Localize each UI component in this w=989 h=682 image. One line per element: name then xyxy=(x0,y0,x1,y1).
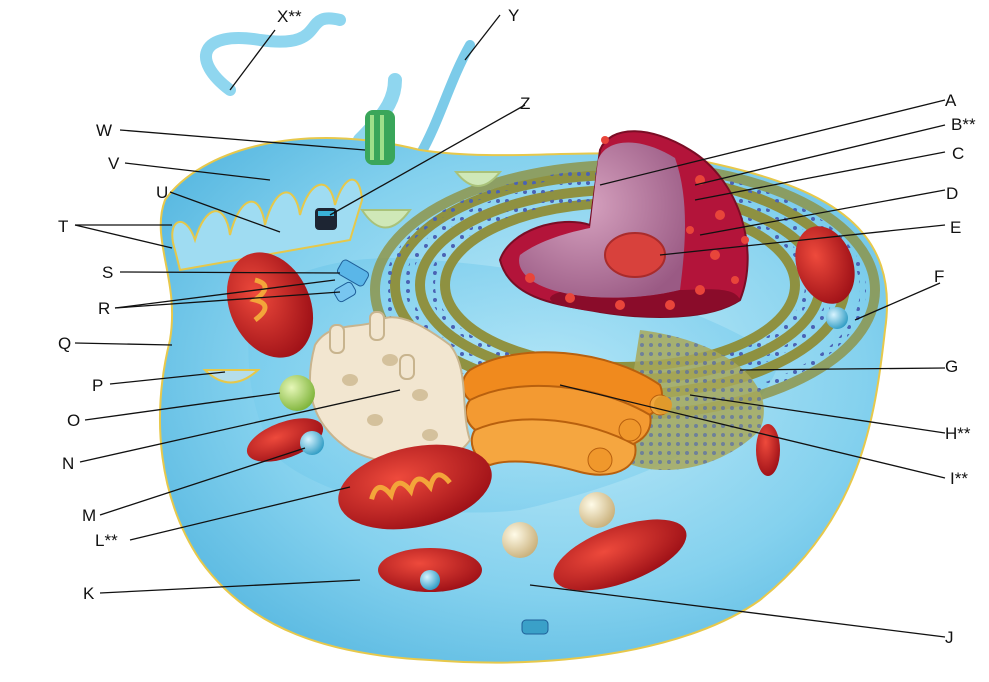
label-m: M xyxy=(82,507,96,524)
label-t: T xyxy=(58,218,68,235)
label-x: X** xyxy=(277,8,302,25)
label-k: K xyxy=(83,585,94,602)
label-i: I** xyxy=(950,470,968,487)
label-y: Y xyxy=(508,7,519,24)
label-s: S xyxy=(102,264,113,281)
cilium-y xyxy=(420,45,470,155)
label-f: F xyxy=(934,268,944,285)
label-h: H** xyxy=(945,425,971,442)
label-d: D xyxy=(946,185,958,202)
label-p: P xyxy=(92,377,103,394)
vacuole-o xyxy=(279,375,315,411)
label-z: Z xyxy=(520,95,530,112)
label-b: B** xyxy=(951,116,976,133)
lysosome-k xyxy=(420,570,440,590)
label-j: J xyxy=(945,629,954,646)
vesicle-right xyxy=(579,492,615,528)
label-w: W xyxy=(96,122,112,139)
label-o: O xyxy=(67,412,80,429)
vesicle-bottom xyxy=(502,522,538,558)
label-e: E xyxy=(950,219,961,236)
basal-body-w xyxy=(365,110,395,165)
label-n: N xyxy=(62,455,74,472)
label-g: G xyxy=(945,358,958,375)
mitochondrion-small xyxy=(756,424,780,476)
flagellum-x xyxy=(206,18,340,90)
label-a: A xyxy=(945,92,956,109)
label-q: Q xyxy=(58,335,71,352)
lysosome-m xyxy=(300,431,324,455)
nucleolus-e xyxy=(605,233,665,277)
label-l: L** xyxy=(95,532,118,549)
label-u: U xyxy=(156,184,168,201)
label-r: R xyxy=(98,300,110,317)
centriole-bottom xyxy=(522,620,548,634)
label-v: V xyxy=(108,155,119,172)
lysosome-f xyxy=(826,307,848,329)
label-c: C xyxy=(952,145,964,162)
